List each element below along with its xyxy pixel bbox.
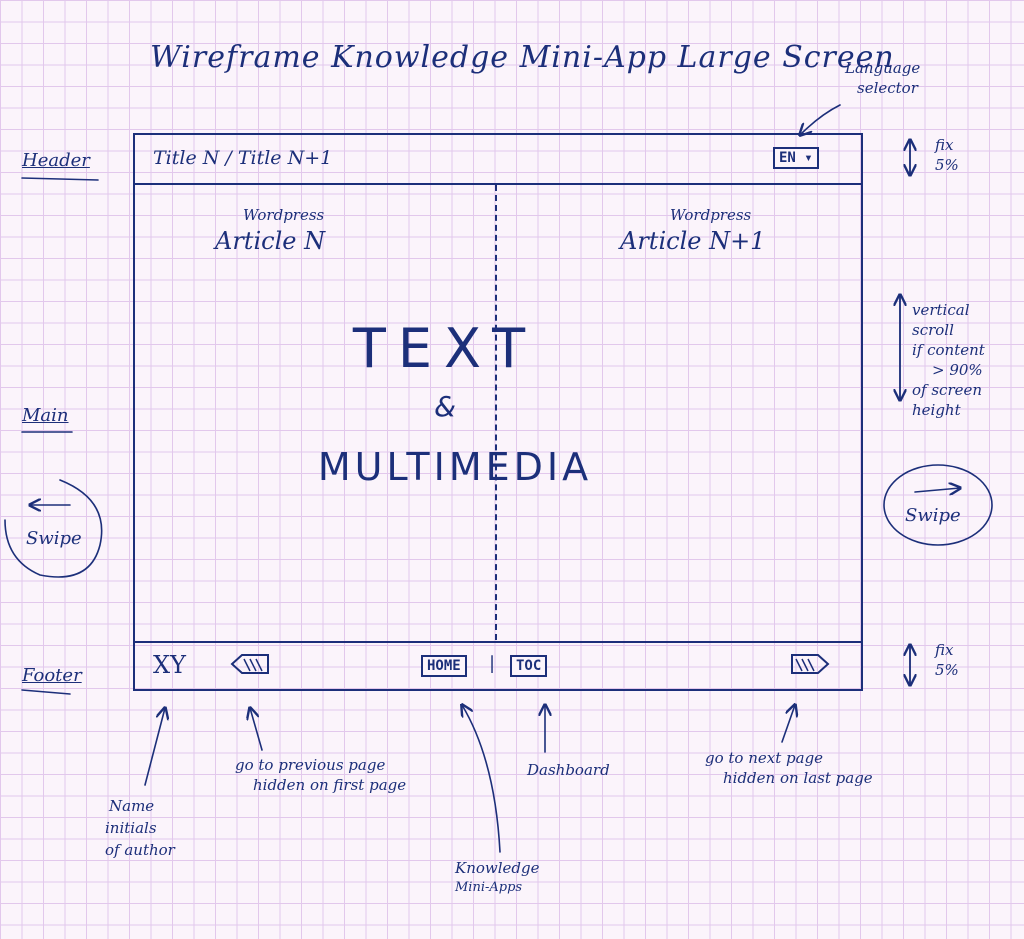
next-arrow	[781, 705, 795, 743]
chevron-down-icon: ▾	[804, 150, 813, 166]
footer-fixed-note: fix 5%	[935, 641, 959, 679]
header-label: Header	[22, 150, 90, 171]
footer-separator: |	[489, 653, 496, 674]
previous-page-annotation: go to previous page hidden on first page	[235, 756, 407, 794]
swipe-left-circle	[4, 479, 103, 578]
initials-arrow	[144, 708, 165, 786]
left-article-source: Wordpress	[243, 206, 325, 224]
footer-label: Footer	[22, 665, 82, 686]
language-selector-button[interactable]: EN ▾	[773, 147, 819, 169]
author-initials: XY	[153, 651, 186, 679]
home-button[interactable]: HOME	[421, 655, 467, 677]
content-text-label: TEXT	[352, 317, 538, 380]
toc-button[interactable]: TOC	[510, 655, 548, 677]
app-header: Title N / Title N+1 EN ▾	[135, 135, 861, 185]
next-page-button[interactable]	[790, 653, 830, 675]
previous-page-button[interactable]	[230, 653, 270, 675]
language-annotation: Language selector	[845, 59, 921, 97]
article-divider	[495, 185, 497, 640]
right-article-source: Wordpress	[670, 206, 752, 224]
header-fixed-note: fix 5%	[935, 136, 959, 174]
knowledge-arrow	[462, 705, 501, 853]
app-frame: Title N / Title N+1 EN ▾ Wordpress Artic…	[133, 133, 863, 691]
author-initials-annotation: Name initials of author	[105, 797, 175, 859]
main-label: Main	[22, 405, 69, 426]
right-article-title: Article N+1	[620, 227, 766, 255]
vertical-scroll-note: vertical scroll if content > 90% of scre…	[912, 301, 985, 419]
previous-arrow	[250, 708, 263, 751]
page-title: Wireframe Knowledge Mini-App Large Scree…	[150, 40, 895, 75]
swipe-left-label: Swipe	[26, 528, 82, 549]
knowledge-mini-apps-annotation: Knowledge Mini-Apps	[455, 859, 540, 895]
next-page-annotation: go to next page hidden on last page	[705, 749, 873, 787]
swipe-right-circle	[883, 464, 993, 546]
content-and-label: &	[434, 390, 456, 423]
left-article-title: Article N	[215, 227, 326, 255]
language-arrow	[800, 104, 841, 135]
swipe-right-label: Swipe	[905, 505, 961, 526]
swipe-right-arrow	[914, 488, 960, 492]
header-titles: Title N / Title N+1	[153, 147, 333, 169]
content-multimedia-label: MULTIMEDIA	[317, 445, 593, 489]
dashboard-annotation: Dashboard	[527, 761, 610, 779]
app-footer: XY HOME | TOC	[135, 641, 861, 689]
